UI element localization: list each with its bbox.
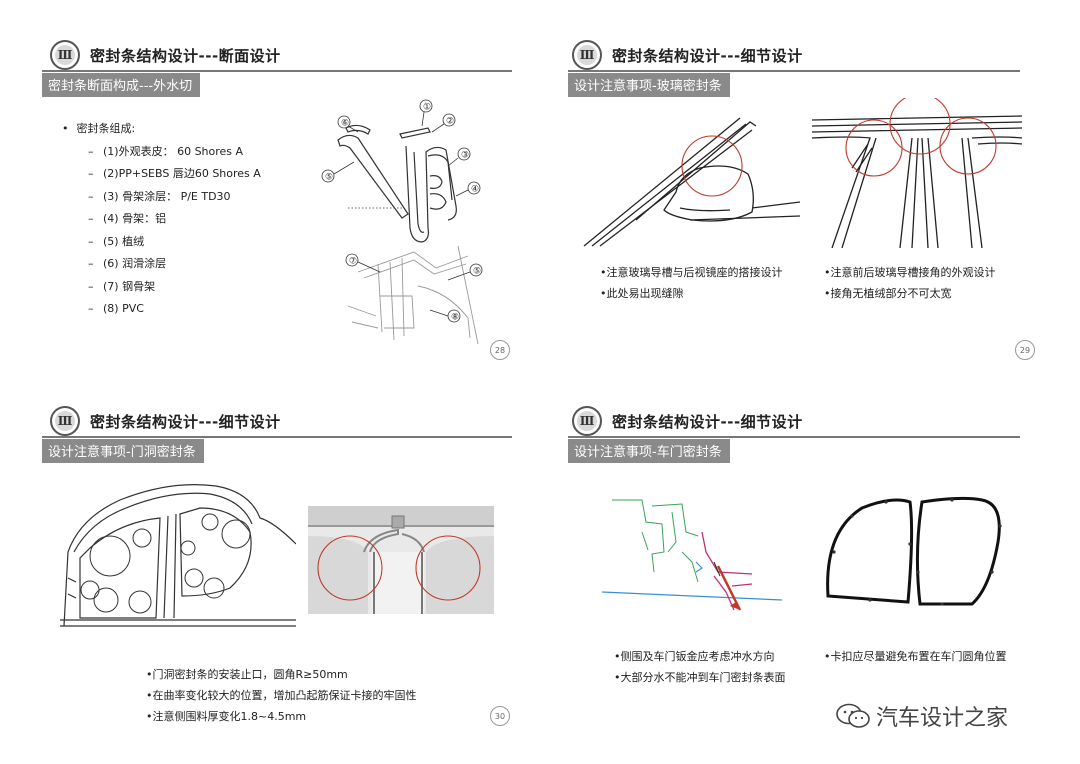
callout-2: ② — [446, 117, 454, 127]
list-item: (1)外观表皮： 60 Shores A — [62, 141, 261, 164]
page-number: 28 — [490, 340, 510, 360]
list-item: (4) 骨架：铝 — [62, 208, 261, 231]
note-line: •卡扣应尽量避免布置在车门圆角位置 — [824, 650, 1007, 663]
slide-30: Ⅲ 密封条结构设计---细节设计 设计注意事项-门洞密封条 — [0, 382, 540, 764]
list-item: (2)PP+SEBS 唇边60 Shores A — [62, 163, 261, 186]
slide-header: Ⅲ 密封条结构设计---细节设计 — [572, 404, 803, 438]
page-number: 30 — [490, 706, 510, 726]
mirror-notes: •注意玻璃导槽与后视镜座的搭接设计 •此处易出现缝隙 — [600, 262, 783, 304]
list-item: (6) 润滑涂层 — [62, 253, 261, 276]
note-line: •在曲率变化较大的位置，增加凸起筋保证卡接的牢固性 — [146, 689, 417, 702]
rib-detail-photo — [308, 506, 494, 614]
list-item: (7) 钢骨架 — [62, 276, 261, 299]
slide-title: 密封条结构设计---断面设计 — [90, 46, 281, 65]
slide-header: Ⅲ 密封条结构设计---断面设计 — [50, 38, 281, 72]
watermark: 汽车设计之家 — [836, 700, 1008, 732]
slide-door-seal: Ⅲ 密封条结构设计---细节设计 设计注意事项-车门密封条 — [540, 382, 1080, 764]
callout-3: ③ — [461, 151, 469, 161]
water-notes: •侧围及车门钣金应考虑冲水方向 •大部分水不能冲到车门密封条表面 — [614, 646, 786, 688]
mirror-mount-drawing — [583, 117, 800, 247]
list-item: (3) 骨架涂层： P/E TD30 — [62, 186, 261, 209]
section-badge: Ⅲ — [572, 40, 602, 70]
slide-29: Ⅲ 密封条结构设计---细节设计 设计注意事项-玻璃密封条 •注意玻璃导槽与后视… — [540, 0, 1080, 382]
section-badge: Ⅲ — [572, 406, 602, 436]
note-line: •注意侧围料厚变化1.8~4.5mm — [146, 710, 307, 723]
callout-5b: ⑤ — [473, 267, 481, 277]
section-subtitle: 设计注意事项-玻璃密封条 — [568, 73, 730, 97]
component-list: 密封条组成: (1)外观表皮： 60 Shores A (2)PP+SEBS 唇… — [62, 118, 261, 321]
note-line: •注意玻璃导槽与后视镜座的搭接设计 — [600, 266, 783, 279]
section-badge: Ⅲ — [50, 406, 80, 436]
slide-title: 密封条结构设计---细节设计 — [90, 412, 281, 431]
callout-8: ⑧ — [451, 313, 459, 323]
wechat-icon — [836, 703, 870, 728]
body-side-drawing — [60, 484, 296, 627]
slide-header: Ⅲ 密封条结构设计---细节设计 — [50, 404, 281, 438]
door-seal-drawing — [826, 496, 1002, 606]
section-drawing: ① ② ③ ④ ⑤ ⑥ ⑦ ⑤ ⑧ — [321, 99, 483, 345]
section-subtitle: 密封条断面构成---外水切 — [42, 73, 201, 97]
callout-4: ④ — [471, 185, 479, 195]
note-line: •侧围及车门钣金应考虑冲水方向 — [614, 650, 775, 663]
watermark-text: 汽车设计之家 — [876, 706, 1009, 731]
note-line: •注意前后玻璃导槽接角的外观设计 — [824, 266, 996, 279]
page-number: 29 — [1015, 340, 1035, 360]
water-flow-drawing — [602, 499, 783, 611]
opening-notes: •门洞密封条的安装止口，圆角R≥50mm •在曲率变化较大的位置，增加凸起筋保证… — [146, 664, 417, 727]
callout-6: ⑥ — [341, 119, 349, 129]
callout-7: ⑦ — [349, 257, 357, 267]
slide-header: Ⅲ 密封条结构设计---细节设计 — [572, 38, 803, 72]
note-line: •此处易出现缝隙 — [600, 287, 684, 300]
header-rule — [42, 436, 512, 438]
header-rule — [42, 70, 512, 72]
list-lead: 密封条组成: — [62, 118, 261, 141]
slide-28: Ⅲ 密封条结构设计---断面设计 密封条断面构成---外水切 密封条组成: (1… — [0, 0, 540, 382]
slide-title: 密封条结构设计---细节设计 — [612, 412, 803, 431]
section-badge: Ⅲ — [50, 40, 80, 70]
header-rule — [568, 436, 1020, 438]
header-rule — [568, 70, 1020, 72]
slide-title: 密封条结构设计---细节设计 — [612, 46, 803, 65]
list-item: (5) 植绒 — [62, 231, 261, 254]
clip-notes: •卡扣应尽量避免布置在车门圆角位置 — [824, 646, 1007, 667]
corner-notes: •注意前后玻璃导槽接角的外观设计 •接角无植绒部分不可太宽 — [824, 262, 996, 304]
note-line: •大部分水不能冲到车门密封条表面 — [614, 671, 786, 684]
list-item: (8) PVC — [62, 298, 261, 321]
callout-5: ⑤ — [325, 173, 333, 183]
section-subtitle: 设计注意事项-车门密封条 — [568, 439, 730, 463]
glass-corner-drawing — [812, 98, 1023, 248]
callout-1: ① — [423, 103, 431, 113]
note-line: •接角无植绒部分不可太宽 — [824, 287, 952, 300]
section-subtitle: 设计注意事项-门洞密封条 — [42, 439, 204, 463]
note-line: •门洞密封条的安装止口，圆角R≥50mm — [146, 668, 348, 681]
